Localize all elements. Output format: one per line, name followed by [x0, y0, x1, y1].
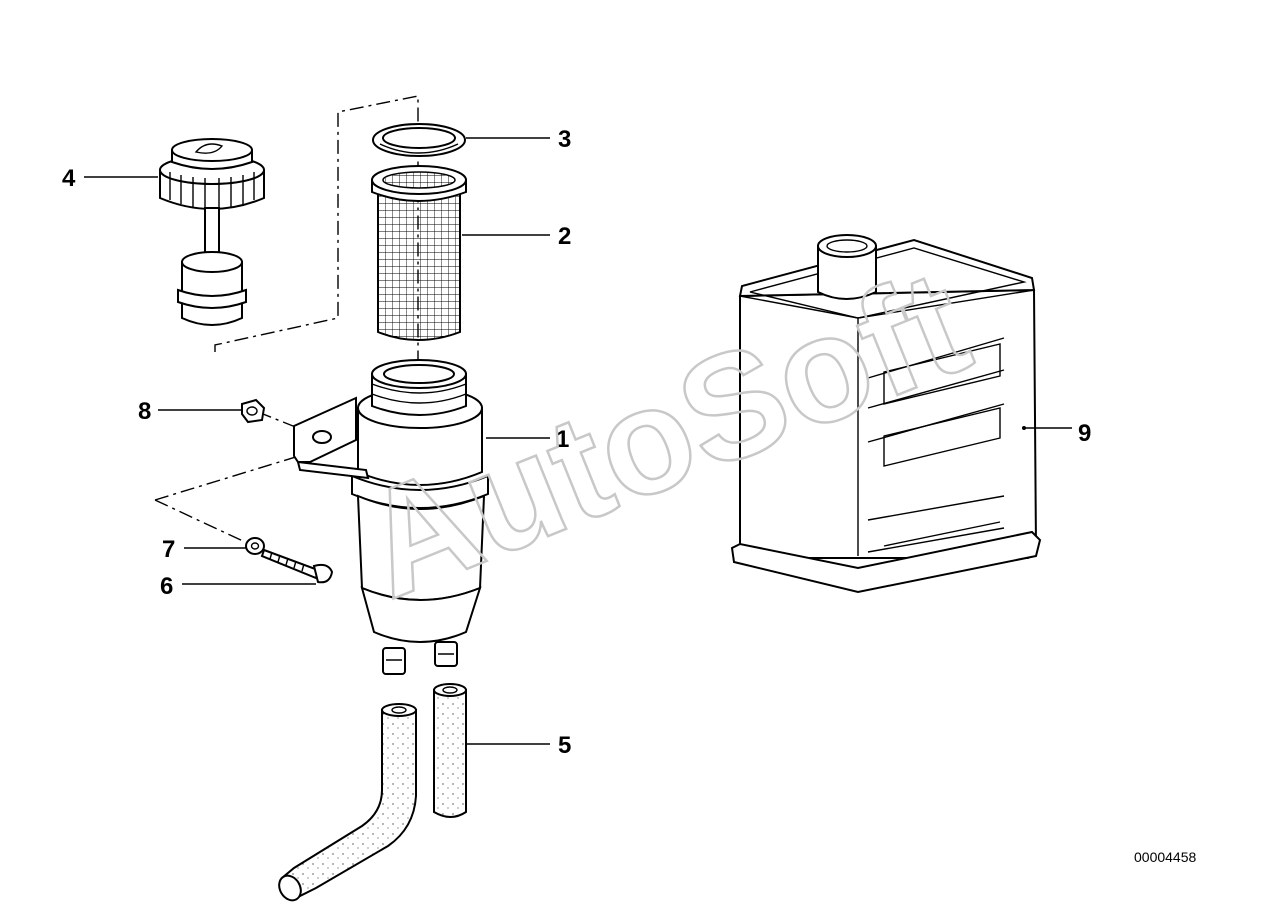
callout-2: 2 [558, 223, 571, 250]
drawing-number: 00004458 [1134, 849, 1197, 865]
callout-1: 1 [556, 426, 569, 453]
callout-9: 9 [1078, 420, 1091, 447]
leader-lines [84, 137, 1072, 745]
filler-cap-with-dipstick [159, 138, 265, 326]
callout-5: 5 [558, 732, 571, 759]
callout-7: 7 [162, 536, 175, 563]
seal-ring [372, 123, 466, 157]
screw [260, 548, 334, 584]
hex-nut [241, 398, 266, 424]
callout-8: 8 [138, 398, 151, 425]
filter-strainer [371, 165, 467, 341]
reservoir-housing [293, 359, 489, 675]
hydraulic-fluid-can [730, 234, 1042, 594]
washer [245, 537, 265, 555]
hoses [278, 683, 467, 902]
callout-6: 6 [160, 573, 173, 600]
callout-4: 4 [62, 165, 76, 192]
callout-3: 3 [558, 126, 571, 153]
